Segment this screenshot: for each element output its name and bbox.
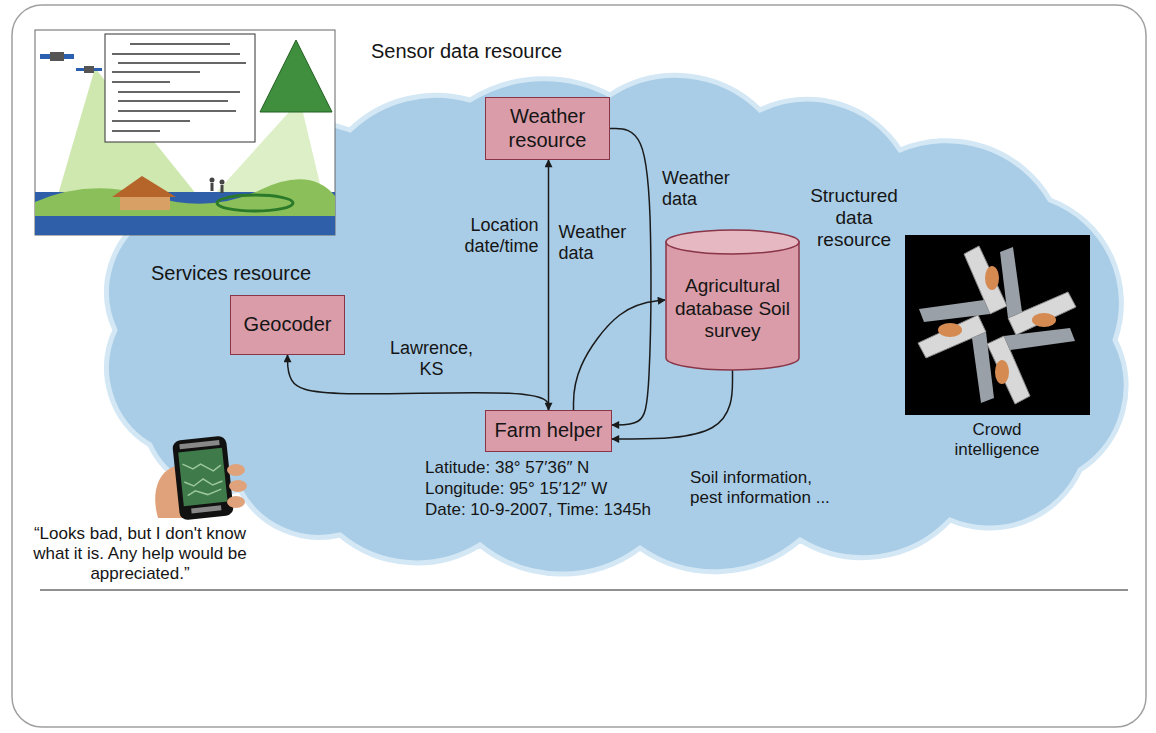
text-line bbox=[112, 71, 200, 73]
text-line bbox=[130, 43, 230, 45]
text-line bbox=[118, 91, 240, 93]
house-roof bbox=[112, 176, 176, 197]
box-label: Farm helper bbox=[495, 419, 603, 443]
satellite-icon bbox=[40, 52, 102, 73]
laptop-hands bbox=[918, 315, 994, 403]
picture-frame bbox=[35, 30, 335, 235]
text-line bbox=[118, 110, 236, 112]
land-strip bbox=[35, 179, 335, 216]
phone-body bbox=[172, 435, 234, 520]
box-label: Weather resource bbox=[494, 105, 601, 152]
resource-heading: Structured data resource bbox=[808, 185, 900, 251]
database-cylinder: Structured data resourceAgricultural dat… bbox=[665, 230, 800, 370]
box-label: Agricultural database Soil survey bbox=[673, 275, 792, 342]
solar-panel bbox=[40, 54, 50, 59]
finger bbox=[227, 496, 245, 508]
cylinder-top bbox=[666, 230, 799, 254]
hand bbox=[1032, 313, 1056, 327]
crowd-picture bbox=[905, 235, 1090, 415]
text-line bbox=[112, 130, 160, 132]
satellite-body bbox=[50, 52, 64, 61]
phone bbox=[172, 435, 234, 520]
coordinate-text: Latitude: 38° 57′36″ N bbox=[425, 458, 685, 478]
resource-box: Services resourceGeocoder bbox=[230, 295, 345, 355]
phone-bar bbox=[191, 505, 221, 513]
figure-head bbox=[220, 180, 225, 185]
laptop-screen bbox=[919, 300, 990, 322]
laptop-screen bbox=[972, 332, 994, 403]
figure-body bbox=[221, 185, 224, 193]
figure-body bbox=[211, 183, 214, 191]
satellite-illustration bbox=[35, 30, 335, 235]
text-line bbox=[112, 120, 190, 122]
annotation-box bbox=[105, 34, 255, 142]
connector-arrow bbox=[574, 300, 666, 410]
sensor-pyramid bbox=[260, 40, 332, 112]
resource-heading: Services resource bbox=[151, 262, 336, 285]
connector-arrow bbox=[612, 370, 733, 439]
box-body: Agricultural database Soil survey bbox=[665, 230, 800, 370]
laptop-screen bbox=[1004, 328, 1075, 350]
text-line bbox=[118, 62, 246, 64]
cylinder-body bbox=[666, 242, 799, 370]
box-body: Farm helper bbox=[486, 411, 611, 451]
solar-panel bbox=[64, 54, 74, 59]
field-ring bbox=[217, 195, 293, 211]
edge-label: Weather data bbox=[559, 222, 631, 263]
box-label: Geocoder bbox=[244, 313, 332, 337]
resource-box: Farm helper bbox=[485, 410, 612, 452]
text-line bbox=[118, 100, 228, 102]
annotation-lines bbox=[112, 44, 246, 131]
edge-label: Location date/time bbox=[451, 215, 539, 256]
hand bbox=[938, 323, 962, 337]
screen-texture bbox=[182, 460, 223, 497]
text-line bbox=[112, 81, 170, 83]
result-note: Soil information, pest information ... bbox=[690, 468, 842, 507]
coordinate-text: Longitude: 95° 15′12″ W bbox=[425, 479, 685, 499]
hand bbox=[995, 360, 1009, 384]
status-bar bbox=[179, 440, 219, 449]
timestamp-text: Date: 10-9-2007, Time: 1345h bbox=[425, 500, 685, 520]
edge-label: Lawrence, KS bbox=[386, 338, 478, 379]
finger bbox=[227, 464, 245, 476]
satellite-body bbox=[84, 66, 94, 73]
cloud-shape bbox=[107, 75, 1127, 574]
phone-in-hand bbox=[155, 435, 247, 520]
picture-ground bbox=[905, 235, 1090, 415]
people-figures bbox=[210, 178, 225, 194]
hand bbox=[985, 266, 999, 290]
picture-caption: Crowd intelligence bbox=[947, 420, 1047, 459]
finger bbox=[229, 480, 247, 492]
figure-head bbox=[210, 178, 215, 183]
laptop-hands bbox=[1000, 247, 1076, 335]
text-line bbox=[112, 53, 240, 55]
house-wall bbox=[120, 197, 170, 210]
connector-arrow bbox=[548, 160, 550, 410]
resource-box: Sensor data resourceWeather resource bbox=[485, 97, 610, 160]
solar-panel bbox=[76, 68, 84, 71]
resource-heading: Sensor data resource bbox=[371, 40, 576, 63]
box-body: Weather resource bbox=[486, 98, 609, 159]
box-body: Geocoder bbox=[231, 296, 344, 354]
connector-arrow bbox=[610, 129, 651, 426]
phone-screen bbox=[178, 448, 227, 506]
connector-arrow bbox=[288, 355, 549, 410]
divider-rule bbox=[40, 589, 1128, 590]
laptop-hands bbox=[987, 328, 1075, 404]
edge-label: Weather data bbox=[662, 168, 747, 209]
slide-frame bbox=[12, 5, 1146, 727]
laptop-hands bbox=[919, 246, 1007, 322]
solar-panel bbox=[94, 68, 102, 71]
user-quote: “Looks bad, but I don't know what it is.… bbox=[15, 524, 265, 584]
